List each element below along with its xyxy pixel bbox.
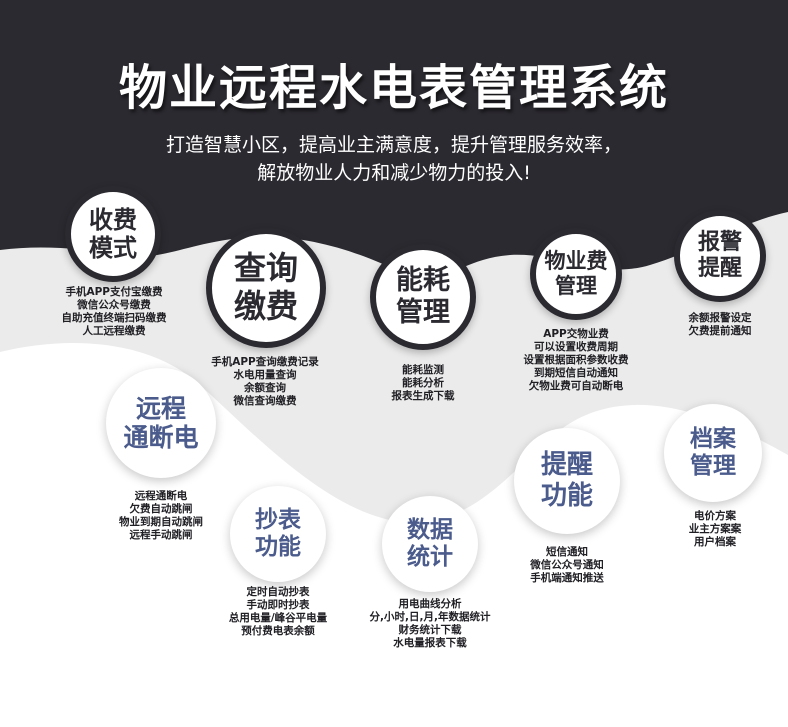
charge-mode-item: 微信公众号缴费 bbox=[77, 299, 151, 311]
query-pay-list: 手机APP查询缴费记录 水电用量查询 余额查询 微信查询缴费 bbox=[190, 356, 340, 408]
property-fee-item: APP交物业费 bbox=[543, 328, 609, 340]
dark-header bbox=[0, 0, 788, 279]
energy-mgmt-title-1: 能耗 bbox=[396, 265, 450, 297]
remote-power-item: 欠费自动跳闸 bbox=[129, 503, 193, 515]
query-pay-item: 水电用量查询 bbox=[233, 369, 297, 381]
alarm-reminder-item: 欠费提前通知 bbox=[688, 325, 752, 337]
energy-mgmt-circle: 能耗 管理 bbox=[370, 244, 476, 350]
reminder-func-title-2: 功能 bbox=[540, 481, 593, 511]
archive-mgmt-title-2: 管理 bbox=[690, 453, 736, 479]
meter-reading-title-2: 功能 bbox=[255, 534, 301, 560]
data-stats-item: 财务统计下载 bbox=[398, 624, 462, 636]
meter-reading-title-1: 抄表 bbox=[255, 506, 301, 533]
reminder-func-circle: 提醒 功能 bbox=[514, 428, 620, 534]
meter-reading-item: 手动即时抄表 bbox=[246, 599, 310, 611]
property-fee-item: 设置根据面积参数收费 bbox=[523, 354, 629, 366]
energy-mgmt-item: 能耗分析 bbox=[402, 377, 444, 389]
charge-mode-item: 手机APP支付宝缴费 bbox=[65, 286, 163, 298]
alarm-reminder-item: 余额报警设定 bbox=[688, 312, 752, 324]
meter-reading-circle: 抄表 功能 bbox=[230, 486, 326, 582]
property-fee-item: 欠物业费可自动断电 bbox=[528, 380, 624, 392]
query-pay-title-2: 缴费 bbox=[233, 287, 298, 325]
remote-power-circle: 远程 通断电 bbox=[106, 368, 216, 478]
reminder-func-list: 短信通知 微信公众号通知 手机端通知推送 bbox=[506, 546, 628, 585]
subtitle-line-1: 打造智慧小区，提高业主满意度，提升管理服务效率， bbox=[165, 134, 622, 156]
energy-mgmt-item: 报表生成下载 bbox=[391, 390, 455, 402]
data-stats-circle: 数据 统计 bbox=[382, 496, 478, 592]
property-fee-title-1: 物业费 bbox=[544, 249, 608, 274]
remote-power-title-2: 通断电 bbox=[123, 423, 199, 452]
reminder-func-item: 短信通知 bbox=[546, 546, 588, 558]
alarm-reminder-title-2: 提醒 bbox=[697, 256, 742, 281]
property-fee-item: 到期短信自动通知 bbox=[534, 367, 618, 379]
charge-mode-item: 自助充值终端扫码缴费 bbox=[61, 312, 167, 324]
charge-mode-title-1: 收费 bbox=[89, 205, 137, 234]
archive-mgmt-circle: 档案 管理 bbox=[664, 404, 762, 502]
property-fee-circle: 物业费 管理 bbox=[530, 228, 622, 320]
reminder-func-item: 微信公众号通知 bbox=[530, 559, 604, 571]
archive-mgmt-item: 用户档案 bbox=[694, 536, 736, 548]
archive-mgmt-item: 电价方案 bbox=[694, 510, 736, 522]
archive-mgmt-title-1: 档案 bbox=[690, 425, 736, 452]
alarm-reminder-circle: 报警 提醒 bbox=[674, 210, 766, 302]
query-pay-item: 微信查询缴费 bbox=[233, 395, 297, 407]
charge-mode-list: 手机APP支付宝缴费 微信公众号缴费 自助充值终端扫码缴费 人工远程缴费 bbox=[40, 286, 188, 338]
page-title: 物业远程水电表管理系统 bbox=[118, 60, 669, 116]
query-pay-title-1: 查询 bbox=[233, 249, 298, 288]
data-stats-title-2: 统计 bbox=[407, 544, 453, 570]
meter-reading-list: 定时自动抄表 手动即时抄表 总用电量/峰谷平电量 预付费电表余额 bbox=[212, 586, 344, 638]
subtitle-line-2: 解放物业人力和减少物力的投入! bbox=[257, 162, 531, 184]
energy-mgmt-title-2: 管理 bbox=[396, 297, 450, 328]
data-stats-item: 分,小时,日,月,年数据统计 bbox=[369, 611, 491, 623]
property-fee-list: APP交物业费 可以设置收费周期 设置根据面积参数收费 到期短信自动通知 欠物业… bbox=[508, 328, 644, 393]
charge-mode-circle: 收费 模式 bbox=[65, 186, 161, 282]
archive-mgmt-list: 电价方案 业主方案案 用户档案 bbox=[660, 510, 770, 549]
data-stats-title-1: 数据 bbox=[407, 516, 453, 543]
energy-mgmt-item: 能耗监测 bbox=[402, 364, 444, 376]
remote-power-list: 远程通断电 欠费自动跳闸 物业到期自动跳闸 远程手动跳闸 bbox=[98, 490, 224, 542]
energy-mgmt-list: 能耗监测 能耗分析 报表生成下载 bbox=[364, 364, 482, 403]
data-stats-list: 用电曲线分析 分,小时,日,月,年数据统计 财务统计下载 水电量报表下载 bbox=[358, 598, 502, 650]
property-fee-title-2: 管理 bbox=[555, 274, 597, 298]
meter-reading-item: 总用电量/峰谷平电量 bbox=[228, 612, 328, 624]
data-stats-item: 水电量报表下载 bbox=[393, 637, 467, 649]
remote-power-title-1: 远程 bbox=[135, 393, 186, 423]
charge-mode-title-2: 模式 bbox=[89, 234, 137, 262]
query-pay-circle: 查询 缴费 bbox=[206, 228, 326, 348]
alarm-reminder-title-1: 报警 bbox=[697, 230, 742, 256]
data-stats-item: 用电曲线分析 bbox=[398, 598, 462, 610]
archive-mgmt-item: 业主方案案 bbox=[688, 523, 742, 535]
remote-power-item: 物业到期自动跳闸 bbox=[119, 516, 203, 528]
query-pay-item: 手机APP查询缴费记录 bbox=[211, 356, 319, 368]
reminder-func-item: 手机端通知推送 bbox=[530, 572, 604, 584]
remote-power-item: 远程手动跳闸 bbox=[129, 529, 193, 541]
remote-power-item: 远程通断电 bbox=[134, 490, 188, 502]
query-pay-item: 余额查询 bbox=[244, 382, 286, 394]
meter-reading-item: 预付费电表余额 bbox=[241, 625, 315, 637]
reminder-func-title-1: 提醒 bbox=[540, 450, 593, 481]
property-fee-item: 可以设置收费周期 bbox=[534, 341, 618, 353]
meter-reading-item: 定时自动抄表 bbox=[246, 586, 310, 598]
charge-mode-item: 人工远程缴费 bbox=[82, 325, 146, 337]
alarm-reminder-list: 余额报警设定 欠费提前通知 bbox=[660, 312, 780, 338]
